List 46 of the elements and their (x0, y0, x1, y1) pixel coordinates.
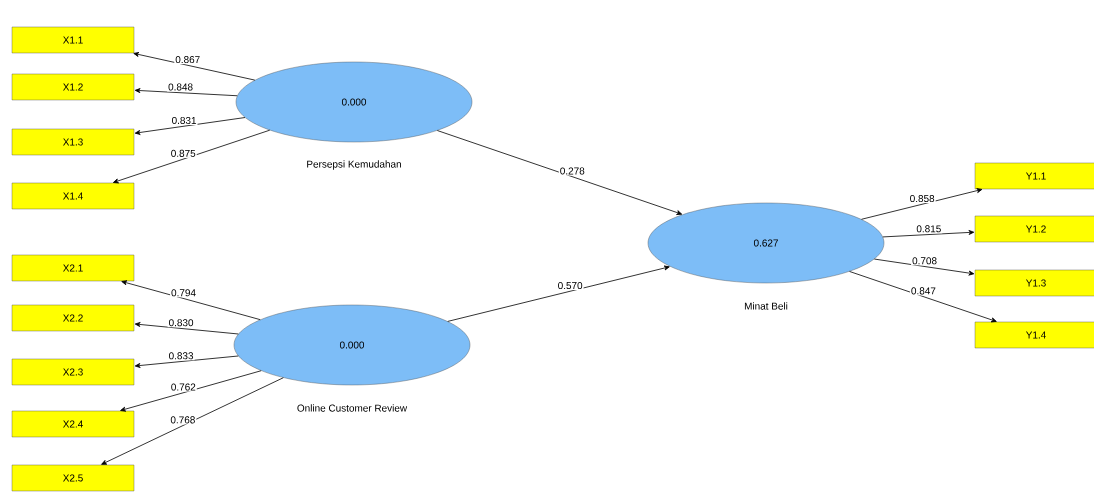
indicator-box: X1.1 (11, 26, 135, 54)
edge-label: 0.762 (171, 383, 196, 391)
edge-label: 0.858 (910, 195, 935, 203)
edge-label: 0.875 (171, 149, 196, 157)
arrow (861, 188, 983, 220)
edge-label: 0.831 (172, 116, 197, 124)
edge-label: 0.848 (168, 83, 193, 91)
indicator-box: Y1.4 (974, 321, 1094, 349)
edge-label: 0.830 (169, 319, 194, 327)
edge-label: 0.867 (175, 56, 200, 64)
arrow (134, 322, 239, 335)
indicator-box: X1.4 (11, 182, 135, 210)
edge-label: 0.570 (558, 282, 583, 290)
ellipse-caption: Persepsi Kemudahan (307, 160, 401, 170)
indicator-box: X1.2 (11, 73, 135, 101)
arrow (849, 271, 997, 323)
arrow (436, 130, 683, 215)
edge-label: 0.708 (912, 257, 937, 265)
edge-label: 0.815 (916, 225, 941, 233)
indicator-box: Y1.3 (974, 269, 1094, 297)
edge-label: 0.847 (911, 287, 936, 295)
edge-label: 0.833 (169, 352, 194, 360)
indicator-box: Y1.1 (974, 162, 1094, 190)
arrow (447, 265, 670, 322)
ellipse-caption: Online Customer Review (297, 404, 408, 412)
arrow (134, 117, 246, 135)
indicator-box: X2.4 (11, 410, 135, 438)
edge-label: 0.278 (560, 167, 585, 175)
arrow (120, 370, 262, 412)
indicator-box: X2.2 (11, 304, 135, 332)
edge-label: 0.768 (170, 416, 195, 424)
arrow (134, 355, 239, 368)
arrow (113, 129, 271, 184)
indicator-box: X1.3 (11, 128, 135, 156)
arrow (121, 280, 261, 321)
arrow (101, 377, 284, 465)
indicator-box: X2.1 (11, 254, 135, 282)
ellipse-caption: Minat Beli (744, 302, 788, 310)
arrow (134, 88, 238, 97)
indicator-box: X2.3 (11, 358, 135, 386)
indicator-box: X2.5 (11, 464, 135, 492)
arrow (882, 230, 975, 238)
arrow (133, 52, 256, 81)
edge-label: 0.794 (171, 289, 196, 297)
arrow (873, 258, 975, 276)
indicator-box: Y1.2 (974, 215, 1094, 243)
